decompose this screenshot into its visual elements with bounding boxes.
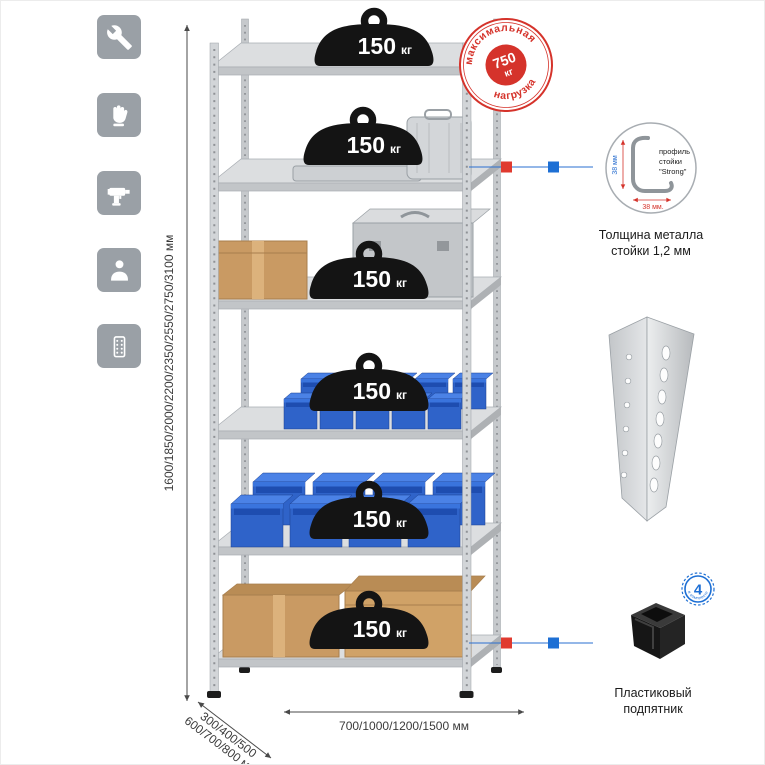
width-dimension: 700/1000/1200/1500 мм [284,709,524,733]
profile-cross-section [631,135,674,193]
svg-text:стойки: стойки [659,157,682,166]
foot-caption-line2: подпятник [623,702,683,716]
icon-tile-gloves [97,93,141,137]
svg-text:кг: кг [396,388,407,402]
drill-icon [107,187,130,206]
rack-front-posts [207,42,474,698]
svg-text:38 мм.: 38 мм. [642,204,663,211]
svg-text:150: 150 [358,33,396,59]
svg-text:150: 150 [353,266,391,292]
svg-text:"Strong": "Strong" [659,167,687,176]
svg-text:1600/1850/2000/2200/2350/2550/: 1600/1850/2000/2200/2350/2550/2750/3100 … [162,235,176,492]
load-badge-2: 150 кг [304,111,423,166]
svg-text:кг: кг [396,626,407,640]
aluminium-cases [292,109,472,182]
icon-tile-tools [97,15,141,59]
leader-top [469,161,593,173]
profile-caption-line2: стойки 1,2 мм [611,244,691,258]
leader-bottom [469,637,593,649]
icon-tile-drill [97,171,141,215]
icon-tile-rack [97,324,141,368]
load-badge-4: 150 кг [310,357,429,412]
icon-tile-person [97,248,141,292]
red-marker [501,637,512,649]
svg-text:кг: кг [396,276,407,290]
svg-text:кг: кг [390,142,401,156]
profile-caption-line1: Толщина металла [598,228,704,242]
kit-count-badge: 4 в комплекте [681,572,715,606]
svg-text:профиль: профиль [659,147,690,156]
person-icon [110,259,128,281]
svg-text:150: 150 [353,506,391,532]
svg-text:750: 750 [491,49,519,72]
load-badge-3: 150 кг [310,245,429,300]
svg-text:150: 150 [347,132,385,158]
plastic-foot-image [631,603,685,659]
corner-post-image [608,316,695,522]
perforated-rack-icon [113,335,125,357]
blue-marker [548,637,559,649]
svg-text:кг: кг [396,516,407,530]
max-load-stamp: максимальная нагрузка 750 кг [453,11,553,112]
red-marker [501,161,512,173]
svg-text:кг: кг [503,66,515,79]
profile-detail: 38 мм 38 мм. профиль стойки "Strong" [605,122,697,214]
height-dimension: 1600/1850/2000/2200/2350/2550/2750/3100 … [162,25,190,701]
svg-text:38 мм: 38 мм [612,155,619,175]
profile-caption: Толщина металла стойки 1,2 мм [576,227,726,259]
wrench-icon [106,24,132,50]
svg-text:150: 150 [353,378,391,404]
svg-text:4: 4 [694,582,703,599]
blue-marker [548,161,559,173]
foot-caption: Пластиковый подпятник [578,685,728,717]
load-badge-6: 150 кг [310,595,429,650]
svg-text:150: 150 [353,616,391,642]
svg-text:кг: кг [401,43,412,57]
depth-dimension: 300/400/500 600/700/800 мм [182,701,272,764]
svg-text:700/1000/1200/1500 мм: 700/1000/1200/1500 мм [339,719,469,733]
load-badge-5: 150 кг [310,485,429,540]
load-badge-1: 150 кг [315,12,434,67]
gloves-icon [112,104,127,126]
foot-caption-line1: Пластиковый [614,686,692,700]
